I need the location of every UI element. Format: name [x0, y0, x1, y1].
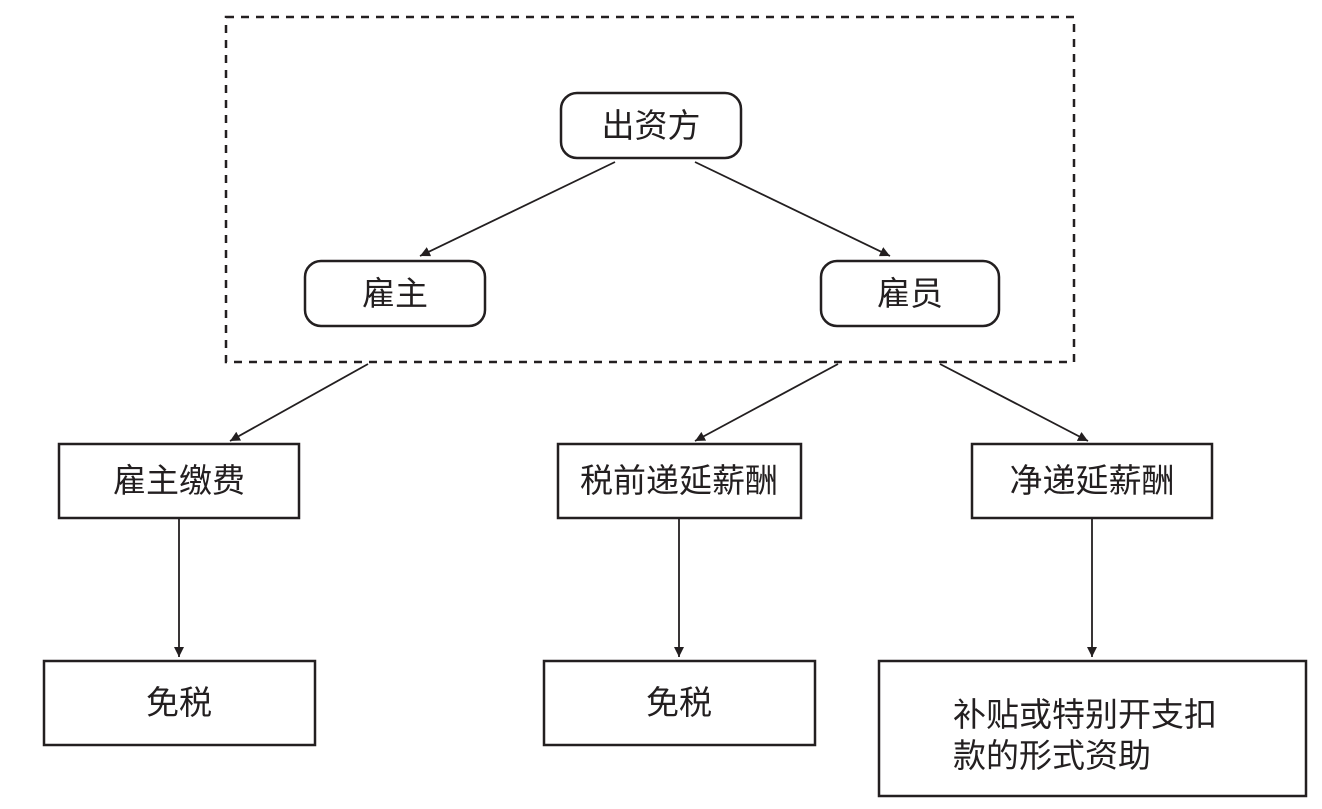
node-employer-contribution-label: 雇主缴费: [113, 461, 245, 500]
node-pretax-deferred-label: 税前递延薪酬: [580, 461, 778, 500]
node-employer-box: [303, 259, 487, 328]
node-employer: 雇主: [303, 259, 487, 328]
node-tax-exempt-left-box: [42, 659, 317, 747]
node-net-deferred: 净递延薪酬: [970, 442, 1214, 520]
node-tax-exempt-middle-box: [542, 659, 817, 747]
node-employer-contribution-box: [57, 442, 301, 520]
node-employer-contribution: 雇主缴费: [57, 442, 301, 520]
node-employee: 雇员: [819, 259, 1001, 328]
node-employer-label: 雇主: [362, 274, 428, 313]
node-tax-exempt-left: 免税: [42, 659, 317, 747]
node-tax-exempt-middle: 免税: [542, 659, 817, 747]
node-employee-box: [819, 259, 1001, 328]
node-subsidy: 补贴或特别开支扣 款的形式资助: [877, 659, 1308, 798]
node-funder-box: [559, 91, 743, 160]
node-funder: 出资方: [559, 91, 743, 160]
node-subsidy-box: [877, 659, 1308, 798]
edge-employer-contribution: [229, 363, 369, 442]
edge-funder-employee: [694, 161, 891, 257]
node-tax-exempt-left-label: 免税: [146, 683, 212, 722]
funder-group-boundary: [224, 15, 1076, 364]
node-tax-exempt-middle-label: 免税: [646, 683, 712, 722]
edge-employee-pretax: [694, 363, 839, 442]
node-subsidy-label-line1: 补贴或特别开支扣: [953, 695, 1217, 734]
node-funder-label: 出资方: [602, 106, 701, 145]
edge-funder-employer: [419, 161, 616, 257]
node-pretax-deferred-box: [556, 442, 803, 520]
edge-employee-net: [939, 363, 1089, 442]
node-employee-label: 雇员: [877, 274, 943, 313]
node-net-deferred-label: 净递延薪酬: [1010, 461, 1175, 500]
node-pretax-deferred: 税前递延薪酬: [556, 442, 803, 520]
node-net-deferred-box: [970, 442, 1214, 520]
node-subsidy-label-line2: 款的形式资助: [953, 736, 1151, 775]
